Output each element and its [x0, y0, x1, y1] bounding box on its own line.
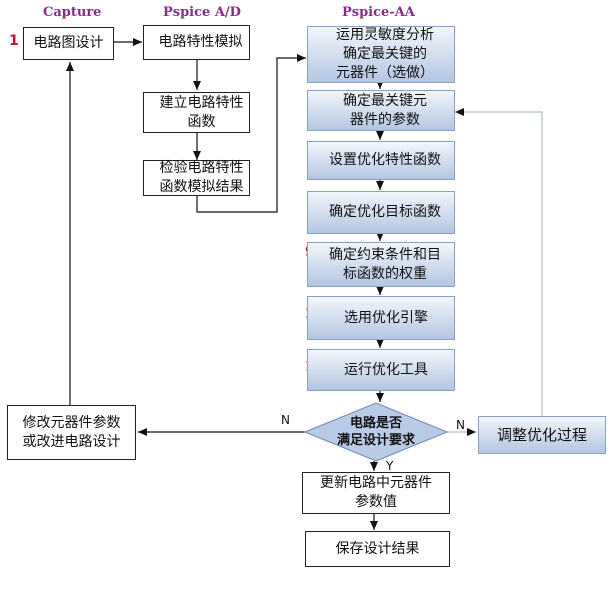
step-number-1: 1	[9, 33, 19, 49]
update-line-1: 更新电路中元器件	[320, 475, 432, 491]
step-5-line-2: 确定最关键的	[343, 46, 427, 62]
label-no-left: N	[281, 413, 290, 427]
step-11-text: 运行优化工具	[344, 361, 428, 378]
decision-line-2: 满足设计要求	[336, 433, 415, 448]
decision-line-1: 电路是否	[349, 416, 402, 431]
arrow-4-to-5	[196, 54, 306, 213]
step-10-text: 选用优化引擎	[344, 309, 428, 326]
step-7-box: 设置优化特性函数	[307, 141, 455, 180]
decision-diamond	[303, 402, 449, 462]
label-yes: Y	[386, 459, 394, 473]
step-4-line-2: 函数模拟结果	[159, 179, 244, 195]
update-line-2: 参数值	[355, 494, 397, 510]
step-1-box: 电路图设计	[23, 27, 114, 60]
column-pspice-aa: Pspice-AA	[342, 5, 415, 20]
step-5-line-3: 元器件（选做）	[336, 65, 434, 81]
step-9-line-2: 标函数的权重	[343, 265, 427, 282]
modify-line-1: 修改元器件参数	[22, 414, 121, 431]
step-4-line-1: 检验电路特性	[159, 160, 244, 176]
step-10-box: 选用优化引擎	[307, 296, 455, 340]
step-11-box: 运行优化工具	[307, 349, 455, 391]
modify-box: 修改元器件参数 或改进电路设计	[7, 405, 136, 460]
step-8-box: 确定优化目标函数	[307, 191, 455, 234]
adjust-text: 调整优化过程	[496, 425, 587, 444]
step-3-box: 建立电路特性 函数	[143, 92, 250, 133]
step-5-box: 运用灵敏度分析 确定最关键的 元器件（选做）	[307, 26, 455, 83]
save-box: 保存设计结果	[305, 531, 450, 567]
column-pspice-ad: Pspice A/D	[163, 5, 241, 20]
step-6-line-1: 确定最关键元	[343, 92, 427, 109]
step-7-text: 设置优化特性函数	[329, 152, 441, 168]
step-1-text: 电路图设计	[33, 35, 104, 51]
step-6-box: 确定最关键元 器件的参数	[307, 90, 455, 131]
step-9-line-1: 确定约束条件和目	[329, 246, 441, 263]
adjust-box: 调整优化过程	[478, 416, 606, 454]
modify-line-2: 或改进电路设计	[22, 433, 121, 450]
step-2-box: 电路特性模拟	[143, 25, 250, 60]
step-9-box: 确定约束条件和目 标函数的权重	[307, 242, 455, 287]
step-6-line-2: 器件的参数	[350, 111, 420, 128]
step-2-text: 电路特性模拟	[158, 34, 243, 50]
decision-text: 电路是否 满足设计要求	[326, 412, 426, 452]
column-capture: Capture	[43, 5, 102, 20]
step-3-line-2: 函数	[187, 113, 216, 130]
step-5-line-1: 运用灵敏度分析	[336, 27, 434, 43]
label-no-right: N	[456, 418, 465, 432]
step-3-line-1: 建立电路特性	[159, 94, 244, 111]
save-text: 保存设计结果	[335, 540, 420, 557]
arrow-adjust-to-6	[455, 108, 543, 416]
step-8-text: 确定优化目标函数	[329, 204, 441, 220]
step-4-box: 检验电路特性 函数模拟结果	[143, 160, 250, 196]
update-box: 更新电路中元器件 参数值	[302, 472, 450, 514]
